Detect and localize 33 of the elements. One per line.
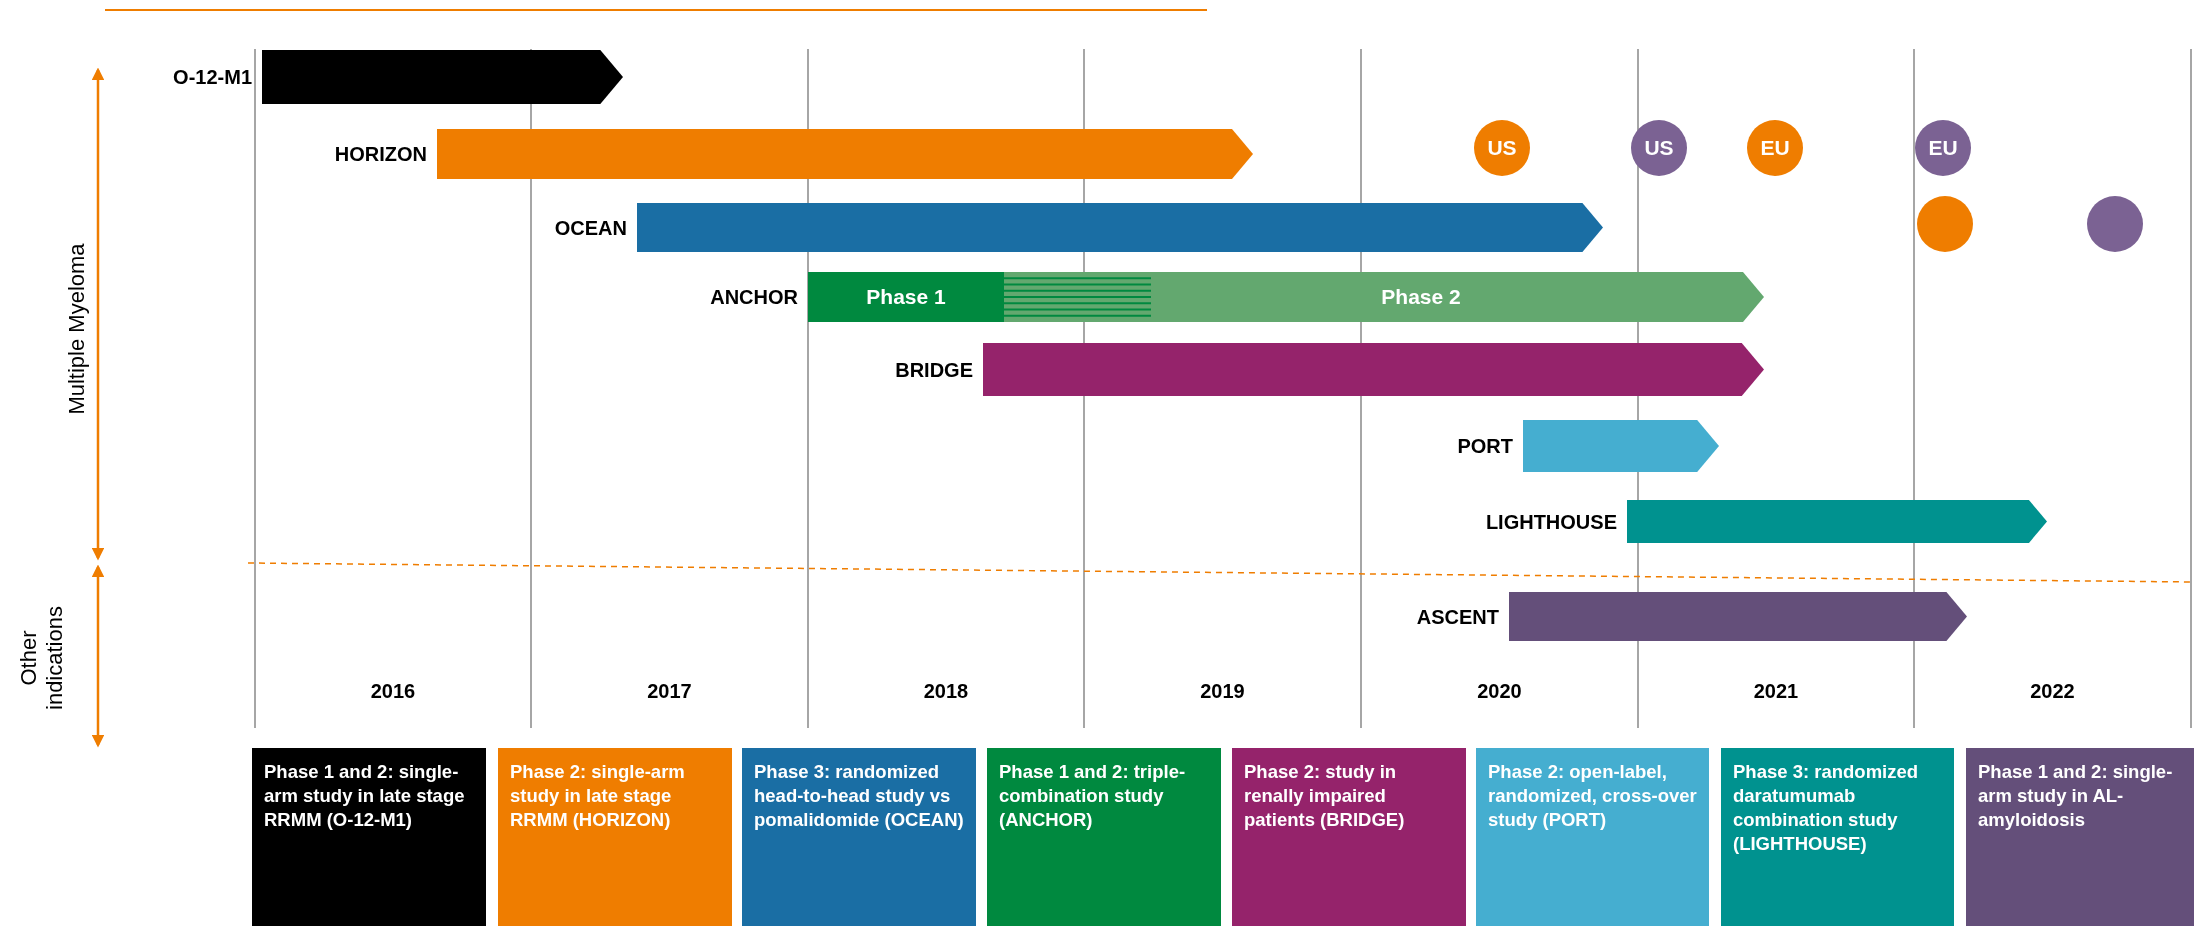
- year-label: 2016: [370, 680, 416, 703]
- study-description-card: Phase 3: randomized daratumumab combination study (LIGHTHOUSE): [1721, 748, 1954, 926]
- study-description-card: Phase 3: randomized head-to-head study vs pomalidomide (OCEAN): [742, 748, 976, 926]
- study-name: O-12-M1: [173, 65, 252, 89]
- study-description-card: Phase 1 and 2: triple-combination study (ANCHOR): [987, 748, 1221, 926]
- study-description-card: Phase 2: open-label, randomized, cross-over study (PORT): [1476, 748, 1709, 926]
- study-name: BRIDGE: [895, 358, 973, 381]
- region-badge: EU: [1915, 120, 1971, 176]
- year-label: 2022: [2030, 680, 2075, 703]
- study-name: ANCHOR: [710, 285, 798, 309]
- year-label: 2020: [1477, 680, 1522, 703]
- milestone-circle: [1917, 196, 1973, 252]
- year-label: 2018: [923, 680, 969, 703]
- study-description-card: Phase 1 and 2: single-arm study in late stage RRMM (O-12-M1): [252, 748, 486, 926]
- study-name: OCEAN: [554, 216, 627, 239]
- phase-label: Phase 2: [1381, 285, 1461, 309]
- year-label: 2019: [1200, 680, 1245, 703]
- year-label: 2017: [647, 680, 692, 703]
- study-description-card: Phase 2: single-arm study in late stage RRMM (HORIZON): [498, 748, 732, 926]
- year-label: 2021: [1753, 680, 1799, 703]
- study-name: HORIZON: [334, 142, 427, 166]
- region-badge: EU: [1747, 120, 1803, 176]
- region-badge: US: [1474, 120, 1530, 176]
- group-label: Other indications: [16, 605, 68, 712]
- study-description-card: Phase 2: study in renally impaired patients (BRIDGE): [1232, 748, 1466, 926]
- milestone-circle: [2087, 196, 2143, 252]
- phase-label: Phase 1: [866, 285, 946, 309]
- study-description-card: Phase 1 and 2: single-arm study in AL-amyloidosis: [1966, 748, 2194, 926]
- region-badge: US: [1631, 120, 1687, 176]
- study-name: LIGHTHOUSE: [1485, 510, 1617, 533]
- study-name: ASCENT: [1416, 605, 1499, 628]
- group-label: Multiple Myeloma: [64, 243, 90, 415]
- study-name: PORT: [1457, 434, 1513, 458]
